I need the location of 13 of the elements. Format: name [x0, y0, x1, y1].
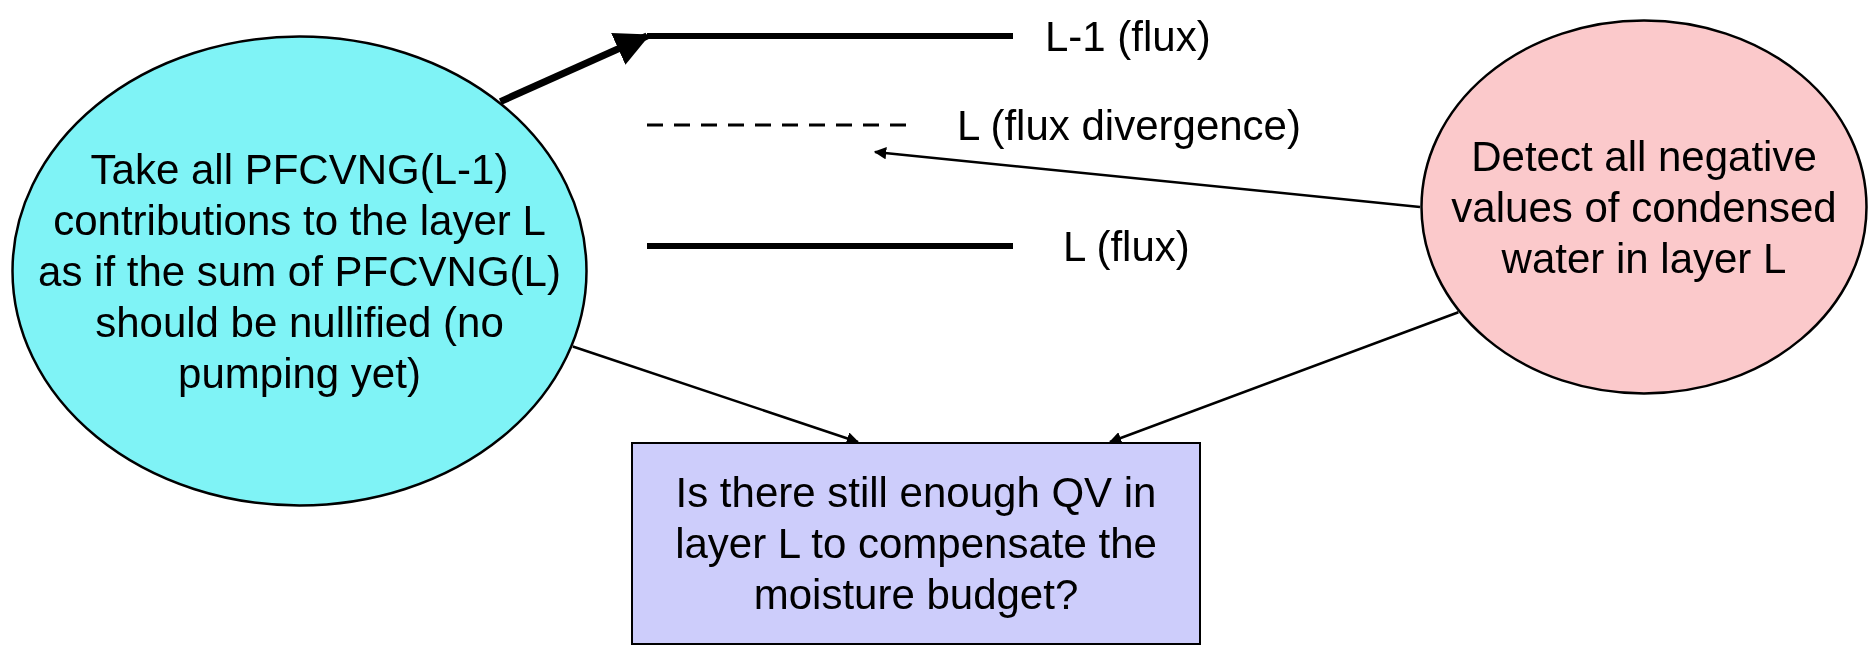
- node-text: Detect all negative values of condensed water in layer L: [1450, 131, 1838, 284]
- level-label: L (flux divergence): [957, 101, 1301, 151]
- node-text: Is there still enough QV in layer L to compensate the moisture budget?: [674, 468, 1158, 620]
- level-label: L (flux): [1063, 222, 1190, 272]
- arrow: [873, 146, 1421, 209]
- arrow: [498, 32, 651, 105]
- question-box: [631, 442, 1201, 645]
- node-text: Take all PFCVNG(L-1) contributions to the layer L as if the sum of PFCVNG(L) should be nullified (no pumping yet): [37, 144, 562, 399]
- arrow: [572, 345, 860, 445]
- level-label: L-1 (flux): [1045, 12, 1211, 62]
- ellipse-node: [1420, 19, 1868, 395]
- ellipse-node: [11, 35, 588, 507]
- arrow: [1108, 311, 1459, 444]
